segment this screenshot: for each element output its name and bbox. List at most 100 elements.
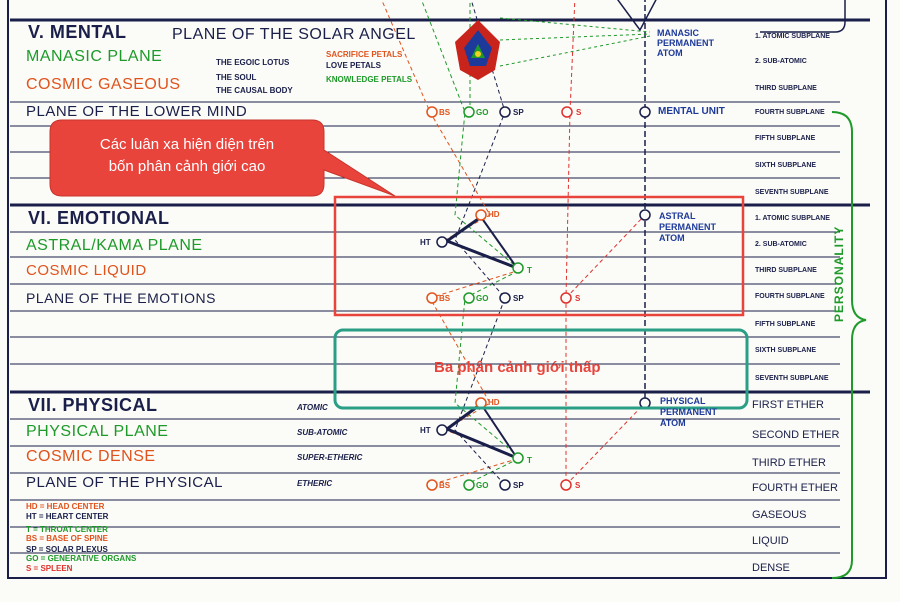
center-hd-emotional: HD <box>488 210 500 219</box>
physical-triangle <box>446 402 518 460</box>
lower-subplanes-label: Ba phân cảnh giới thấp <box>434 359 601 376</box>
soul-label: THE SOUL <box>216 73 257 82</box>
subplane-physical-3: THIRD ETHER <box>752 457 826 469</box>
center-s-mental: S <box>576 108 582 117</box>
legend-go: GO = GENERATIVE ORGANS <box>26 554 137 563</box>
ruling-lines <box>10 101 840 554</box>
top-triangle <box>617 0 657 32</box>
subplane-physical-7: DENSE <box>752 562 790 574</box>
manasic-permanent-atom: MANASIC PERMANENT ATOM <box>657 28 714 58</box>
egoic-lotus-label: THE EGOIC LOTUS <box>216 58 290 67</box>
personality-label: PERSONALITY <box>832 225 846 322</box>
center-s-emotional: S <box>575 294 581 303</box>
legend-t: T = THROAT CENTER <box>26 525 108 534</box>
center-bs-mental: BS <box>439 108 451 117</box>
plane-dividers <box>10 18 870 394</box>
causal-body-label: THE CAUSAL BODY <box>216 86 293 95</box>
sublevel-subatomic: SUB-ATOMIC <box>297 428 348 437</box>
legend-ht: HT = HEART CENTER <box>26 512 109 521</box>
center-ht-emotional: HT <box>420 238 431 247</box>
plane-of-physical-label: PLANE OF THE PHYSICAL <box>26 474 223 491</box>
subplane-mental-7: SEVENTH SUBPLANE <box>755 189 829 196</box>
upper-subplanes-box <box>333 195 745 317</box>
subplane-mental-1: 1. ATOMIC SUBPLANE <box>755 33 830 40</box>
atom-line-2: PERMANENT <box>660 407 718 417</box>
callout-text: Các luân xa hiện diện trên bốn phân cảnh… <box>62 134 312 178</box>
subplane-mental-5: FIFTH SUBPLANE <box>755 135 816 142</box>
sublevel-superetheric: SUPER-ETHERIC <box>297 453 363 462</box>
subplane-mental-2: 2. SUB-ATOMIC <box>755 58 807 65</box>
lotus-atom-links <box>499 17 651 67</box>
atom-line-3: ATOM <box>657 48 683 58</box>
atom-line-1: ASTRAL <box>659 211 696 221</box>
subplane-physical-2: SECOND ETHER <box>752 429 840 441</box>
sacrifice-petals-label: SACRIFICE PETALS <box>326 50 403 59</box>
personality-bracket <box>831 111 867 579</box>
atom-line-1: PHYSICAL <box>660 396 706 406</box>
astral-plane-label: ASTRAL/KAMA PLANE <box>26 237 203 254</box>
center-go-mental: GO <box>476 108 489 117</box>
egoic-lotus <box>455 20 500 80</box>
center-hd-physical: HD <box>488 398 500 407</box>
center-t-emotional: T <box>527 266 532 275</box>
emotional-triangle <box>446 215 518 270</box>
legend-sp: SP = SOLAR PLEXUS <box>26 545 108 554</box>
center-bs-physical: BS <box>439 481 451 490</box>
subplane-emotional-4: FOURTH SUBPLANE <box>755 293 825 300</box>
center-ht-physical: HT <box>420 426 431 435</box>
subplane-physical-5: GASEOUS <box>752 509 807 521</box>
mental-heading: V. MENTAL <box>28 22 127 42</box>
callout-bubble <box>49 119 396 197</box>
center-s-physical: S <box>575 481 581 490</box>
subplane-physical-1: FIRST ETHER <box>752 399 824 411</box>
subplane-mental-3: THIRD SUBPLANE <box>755 85 817 92</box>
subplane-emotional-2: 2. SUB-ATOMIC <box>755 241 807 248</box>
subplane-emotional-5: FIFTH SUBPLANE <box>755 321 816 328</box>
callout-line-2: bốn phân cảnh giới cao <box>108 158 266 175</box>
lower-subplanes-box <box>333 328 749 410</box>
atom-line-2: PERMANENT <box>659 222 717 232</box>
atom-line-2: PERMANENT <box>657 38 715 48</box>
legend-bs: BS = BASE OF SPINE <box>26 534 109 543</box>
legend-s: S = SPLEEN <box>26 564 73 573</box>
atom-line-3: ATOM <box>659 233 685 243</box>
atom-line-3: ATOM <box>660 418 686 428</box>
legend-hd: HD = HEAD CENTER <box>26 502 105 511</box>
manasic-plane-label: MANASIC PLANE <box>26 48 163 65</box>
center-go-physical: GO <box>476 481 489 490</box>
mental-unit-label: MENTAL UNIT <box>658 106 725 117</box>
center-bs-emotional: BS <box>439 294 451 303</box>
atom-line-1: MANASIC <box>657 28 699 38</box>
page-border <box>7 0 887 579</box>
lower-mind-label: PLANE OF THE LOWER MIND <box>26 103 248 120</box>
center-sp-physical: SP <box>513 481 524 490</box>
sublevel-etheric: ETHERIC <box>297 479 333 488</box>
knowledge-petals-label: KNOWLEDGE PETALS <box>326 75 413 84</box>
chakra-circles <box>426 106 651 491</box>
center-t-physical: T <box>527 456 532 465</box>
subplane-physical-4: FOURTH ETHER <box>752 482 838 494</box>
astral-permanent-atom: ASTRAL PERMANENT ATOM <box>659 211 716 244</box>
physical-permanent-atom: PHYSICAL PERMANENT ATOM <box>660 396 717 429</box>
sublevel-atomic: ATOMIC <box>297 403 328 412</box>
physical-heading: VII. PHYSICAL <box>28 395 158 415</box>
subplane-mental-4: FOURTH SUBPLANE <box>755 109 825 116</box>
solar-angel-label: PLANE OF THE SOLAR ANGEL <box>172 26 416 43</box>
subplane-emotional-6: SIXTH SUBPLANE <box>755 347 817 354</box>
center-go-emotional: GO <box>476 294 489 303</box>
cosmic-liquid-label: COSMIC LIQUID <box>26 262 147 279</box>
center-sp-mental: SP <box>513 108 524 117</box>
subplane-physical-6: LIQUID <box>752 535 789 547</box>
cosmic-dense-label: COSMIC DENSE <box>26 448 156 465</box>
top-right-bracket <box>760 0 846 33</box>
emotions-plane-label: PLANE OF THE EMOTIONS <box>26 290 216 306</box>
subplane-emotional-7: SEVENTH SUBPLANE <box>755 375 829 382</box>
cosmic-gaseous-label: COSMIC GASEOUS <box>26 76 181 93</box>
callout-line-1: Các luân xa hiện diện trên <box>99 136 275 153</box>
subplane-emotional-3: THIRD SUBPLANE <box>755 267 817 274</box>
physical-plane-label: PHYSICAL PLANE <box>26 423 169 440</box>
subplane-mental-6: SIXTH SUBPLANE <box>755 162 817 169</box>
love-petals-label: LOVE PETALS <box>326 61 381 70</box>
center-sp-emotional: SP <box>513 294 524 303</box>
subplane-emotional-1: 1. ATOMIC SUBPLANE <box>755 215 830 222</box>
